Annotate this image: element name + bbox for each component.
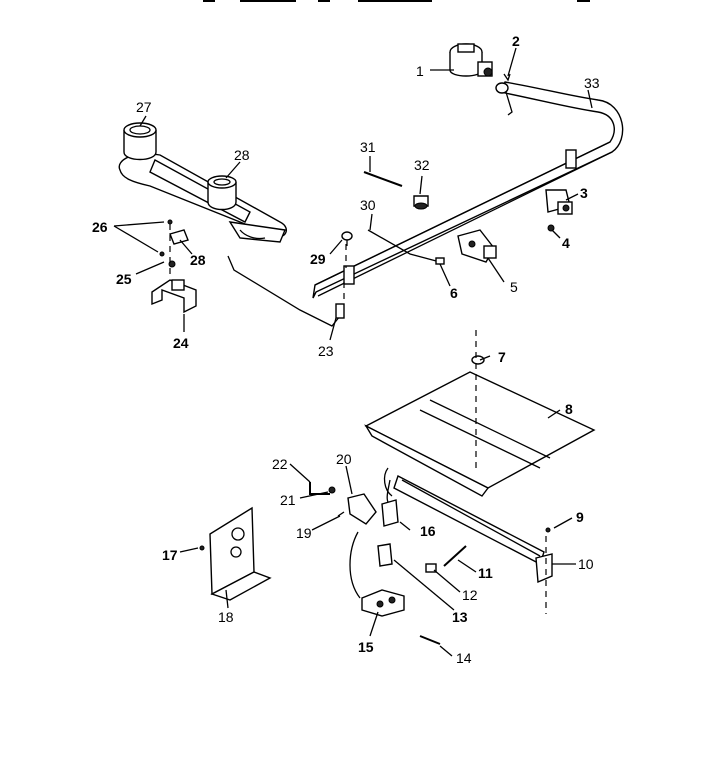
fitting-21 <box>328 486 336 494</box>
callout-4: 4 <box>562 235 570 251</box>
screw-4 <box>547 224 555 232</box>
callout-7: 7 <box>498 349 506 365</box>
screw-17 <box>199 545 205 551</box>
callout-17: 17 <box>162 547 178 563</box>
callout-18: 18 <box>218 609 234 625</box>
callout-15: 15 <box>358 639 374 655</box>
cap-nut-32 <box>413 195 429 210</box>
tube-22 <box>309 482 330 495</box>
clip-6 <box>435 257 445 265</box>
valve-20 <box>347 493 377 525</box>
valve-15 <box>349 531 405 617</box>
callout-12: 12 <box>462 587 478 603</box>
heat-shield <box>364 371 596 497</box>
callout-5: 5 <box>510 279 518 295</box>
callout-21: 21 <box>280 492 296 508</box>
callout-10: 10 <box>578 556 594 572</box>
orifice-11 <box>443 545 467 567</box>
screw-9 <box>545 527 551 533</box>
manifold-pipe <box>312 81 624 299</box>
callout-23: 23 <box>318 343 334 359</box>
clip-28-lower <box>169 229 189 245</box>
callout-29: 29 <box>310 251 326 267</box>
callout-27: 27 <box>136 99 152 115</box>
callout-3: 3 <box>580 185 588 201</box>
valve-5 <box>457 229 497 263</box>
igniter-16 <box>381 479 399 527</box>
burner-bowl-27 <box>123 122 157 161</box>
valve-3 <box>545 189 573 215</box>
fitting-29 <box>341 231 353 246</box>
callout-14: 14 <box>456 650 472 666</box>
callout-30: 30 <box>360 197 376 213</box>
callout-13: 13 <box>452 609 468 625</box>
callout-8: 8 <box>565 401 573 417</box>
callout-26: 26 <box>92 219 108 235</box>
bracket-10 <box>535 553 553 584</box>
callout-24: 24 <box>173 335 189 351</box>
inlet-fitting <box>495 82 513 116</box>
nut-7 <box>471 355 485 365</box>
screw-19 <box>337 511 345 517</box>
callout-22: 22 <box>272 456 288 472</box>
tube-30 <box>367 229 441 263</box>
callout-16: 16 <box>420 523 436 539</box>
pin-14 <box>419 635 441 645</box>
spud-12 <box>425 563 437 573</box>
burner-bowl-28 <box>207 175 237 211</box>
bracket-24 <box>151 279 197 314</box>
callout-28-upper: 28 <box>234 147 250 163</box>
tube-23 <box>227 255 345 327</box>
callout-1: 1 <box>416 63 424 79</box>
callout-31: 31 <box>360 139 376 155</box>
screw-26b <box>159 251 165 257</box>
callout-6: 6 <box>450 285 458 301</box>
regulator <box>449 43 493 77</box>
callout-32: 32 <box>414 157 430 173</box>
callout-25: 25 <box>116 271 132 287</box>
callout-28-lower: 28 <box>190 252 206 268</box>
callout-2: 2 <box>512 33 520 49</box>
rod-31 <box>363 171 403 187</box>
leader-lines <box>113 47 593 657</box>
callout-33: 33 <box>584 75 600 91</box>
callout-11: 11 <box>478 565 493 581</box>
mounting-plate <box>209 506 272 601</box>
screw-26 <box>167 219 173 225</box>
callout-20: 20 <box>336 451 352 467</box>
callout-9: 9 <box>576 509 584 525</box>
callout-19: 19 <box>296 525 312 541</box>
left-burner-assembly <box>118 153 288 243</box>
clip-13 <box>377 543 393 567</box>
